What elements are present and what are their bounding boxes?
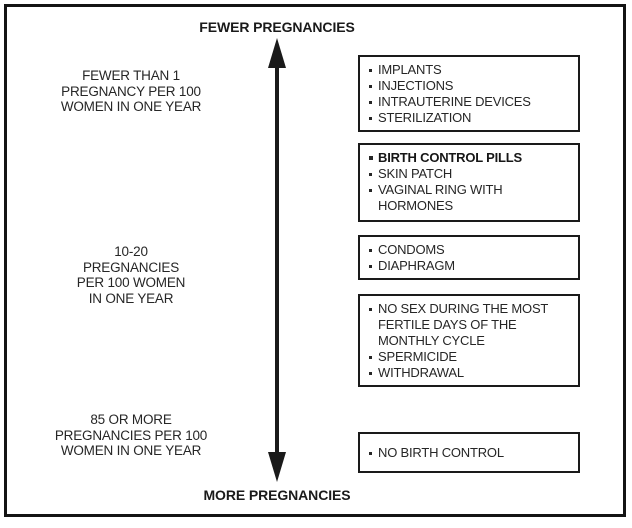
- method-box-least-reliable: NO SEX DURING THE MOST FERTILE DAYS OF T…: [358, 294, 580, 387]
- method-item: SKIN PATCH: [367, 166, 572, 182]
- rate-label-line: 85 OR MORE: [90, 412, 172, 427]
- method-box-barrier: CONDOMS DIAPHRAGM: [358, 235, 580, 280]
- rate-label-line: WOMEN IN ONE YEAR: [60, 443, 202, 458]
- rate-label-fewer-than-1: FEWER THAN 1 PREGNANCY PER 100 WOMEN IN …: [28, 68, 234, 115]
- rate-label-line: PER 100 WOMEN: [76, 275, 186, 290]
- method-item: STERILIZATION: [367, 110, 572, 126]
- rate-label-85-or-more: 85 OR MORE PREGNANCIES PER 100 WOMEN IN …: [28, 412, 234, 459]
- rate-label-line: 10-20: [114, 244, 148, 259]
- method-box-no-birth-control: NO BIRTH CONTROL: [358, 432, 580, 473]
- method-item: DIAPHRAGM: [367, 258, 572, 274]
- method-item: WITHDRAWAL: [367, 365, 572, 381]
- method-box-hormonal: BIRTH CONTROL PILLS SKIN PATCH VAGINAL R…: [358, 143, 580, 222]
- method-item: SPERMICIDE: [367, 349, 572, 365]
- method-item: INJECTIONS: [367, 78, 572, 94]
- rate-label-line: FEWER THAN 1: [82, 68, 180, 83]
- method-box-most-effective: IMPLANTS INJECTIONS INTRAUTERINE DEVICES…: [358, 55, 580, 132]
- method-item: IMPLANTS: [367, 62, 572, 78]
- fewer-pregnancies-caption: FEWER PREGNANCIES: [199, 19, 355, 35]
- rate-label-line: PREGNANCY PER 100: [61, 83, 201, 99]
- method-item: INTRAUTERINE DEVICES: [367, 94, 572, 110]
- method-item: NO SEX DURING THE MOST FERTILE DAYS OF T…: [367, 301, 572, 349]
- rate-label-line: PREGNANCIES: [82, 259, 180, 275]
- method-item: CONDOMS: [367, 242, 572, 258]
- rate-label-line: WOMEN IN ONE YEAR: [60, 99, 202, 114]
- more-pregnancies-caption: MORE PREGNANCIES: [203, 487, 351, 503]
- rate-label-line: IN ONE YEAR: [88, 290, 174, 306]
- method-item: VAGINAL RING WITH HORMONES: [367, 182, 572, 214]
- rate-label-line: PREGNANCIES PER 100: [54, 427, 208, 443]
- method-item: BIRTH CONTROL PILLS: [367, 150, 572, 166]
- rate-label-10-20: 10-20 PREGNANCIES PER 100 WOMEN IN ONE Y…: [28, 244, 234, 306]
- method-item: NO BIRTH CONTROL: [367, 445, 504, 461]
